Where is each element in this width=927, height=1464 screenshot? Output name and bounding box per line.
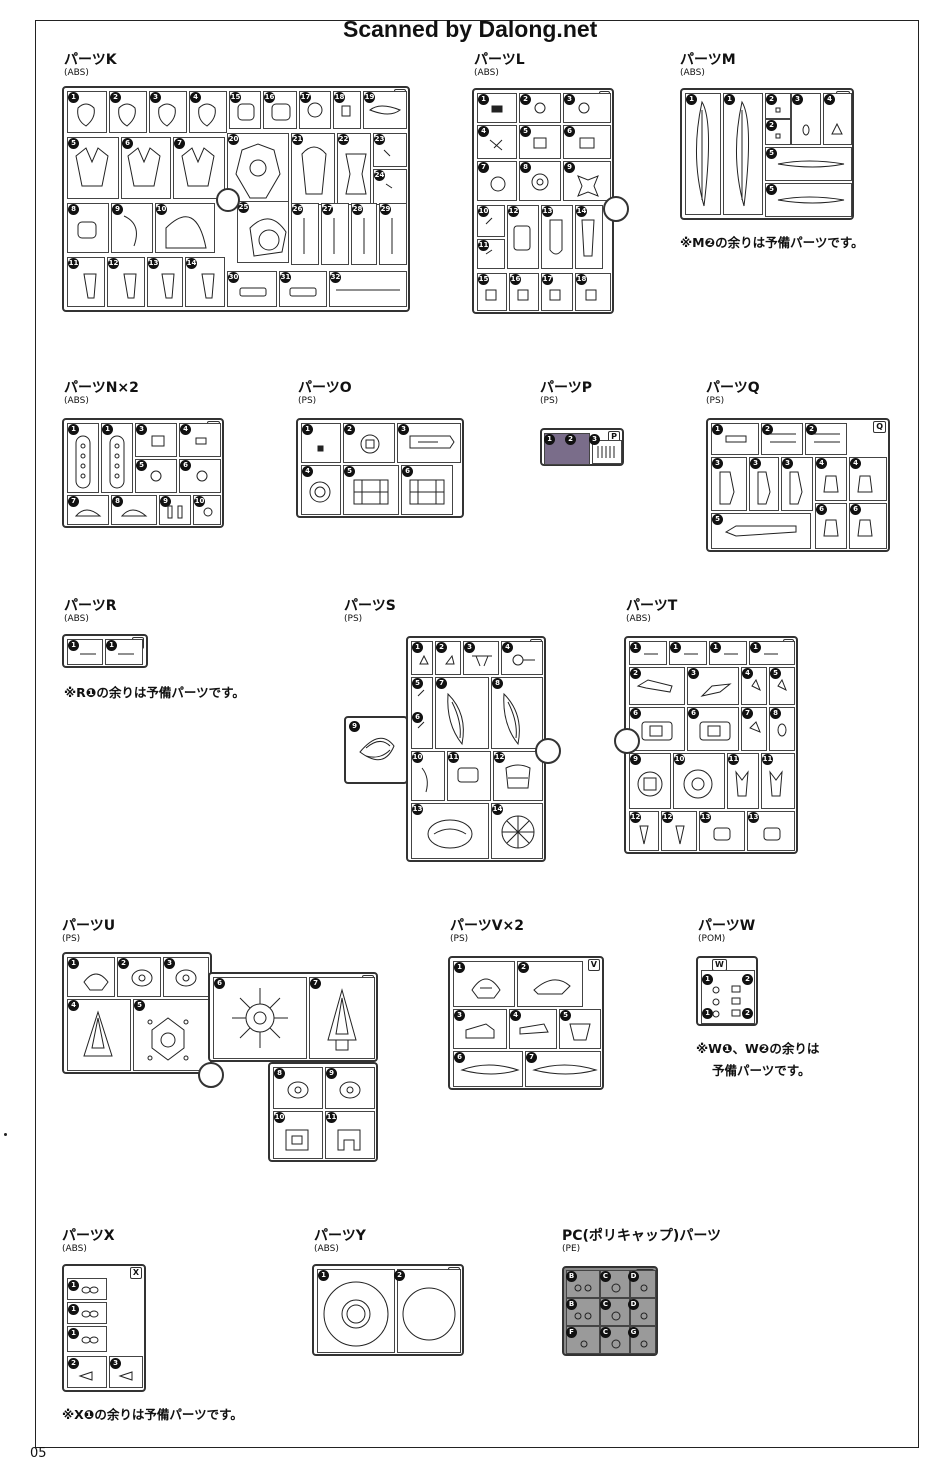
section-material: (PE) <box>562 1244 581 1254</box>
note-r: ※R❶の余りは予備パーツです。 <box>64 685 245 700</box>
section-material: (ABS) <box>626 614 651 624</box>
section-title: パーツT <box>626 598 678 614</box>
section-title: パーツU <box>62 918 116 934</box>
section-title: パーツX <box>62 1228 115 1244</box>
section-title: パーツM <box>680 52 736 68</box>
section-material: (ABS) <box>64 396 89 406</box>
sprue-y: Y 1 2 <box>312 1264 464 1356</box>
sprue-t: T 1 1 1 1 2 3 4 5 6 6 7 8 9 10 11 11 12 … <box>624 636 798 854</box>
section-material: (POM) <box>698 934 726 944</box>
section-o: パーツO (PS) <box>298 380 352 410</box>
section-title: パーツL <box>474 52 525 68</box>
section-q: パーツQ (PS) <box>706 380 760 410</box>
page-number: 05 <box>30 1446 47 1461</box>
section-material: (PS) <box>706 396 725 406</box>
section-v: パーツV×2 (PS) <box>450 918 524 948</box>
section-s: パーツS (PS) <box>344 598 396 628</box>
sprue-m: M 1 1 2 2 3 4 5 5 <box>680 88 854 220</box>
section-material: (PS) <box>62 934 81 944</box>
section-material: (PS) <box>450 934 469 944</box>
sprue-x: X 1 1 1 2 3 <box>62 1264 146 1392</box>
sprue-tag: X <box>129 1267 142 1279</box>
section-title: パーツQ <box>706 380 760 396</box>
sprue-u-mid: U 6 7 <box>208 972 378 1062</box>
section-y: パーツY (ABS) <box>314 1228 366 1258</box>
section-u: パーツU (PS) <box>62 918 115 948</box>
section-material: (PS) <box>298 396 317 406</box>
section-w: パーツW (POM) <box>698 918 755 948</box>
section-material: (PS) <box>344 614 363 624</box>
sprue-u-bottom: 8 9 10 11 <box>268 1062 378 1162</box>
section-l: パーツL (ABS) <box>474 52 525 82</box>
sprue-r: R 1 1 <box>62 634 148 668</box>
sprue-u-left: 1 2 3 4 5 <box>62 952 212 1074</box>
section-title: パーツP <box>540 380 592 396</box>
section-material: (ABS) <box>64 68 89 78</box>
note-x: ※X❶の余りは予備パーツです。 <box>62 1407 243 1422</box>
sprue-n: N 1 1 3 4 5 6 7 8 9 10 <box>62 418 224 528</box>
section-title: パーツW <box>698 918 756 934</box>
section-title: PC(ポリキャップ)パーツ <box>562 1228 722 1244</box>
sprue-pc: PC B C D B C D F C G <box>562 1266 658 1356</box>
section-material: (ABS) <box>474 68 499 78</box>
section-title: パーツY <box>314 1228 366 1244</box>
section-r: パーツR (ABS) <box>64 598 117 628</box>
section-n: パーツN×2 (ABS) <box>64 380 139 410</box>
section-t: パーツT (ABS) <box>626 598 677 628</box>
section-material: (PS) <box>540 396 559 406</box>
section-p: パーツP (PS) <box>540 380 592 410</box>
section-title: パーツV×2 <box>450 918 525 934</box>
sprue-s-side: 9 <box>344 716 408 784</box>
section-title: パーツK <box>64 52 117 68</box>
sprue-s: S 1 2 3 4 56 7 8 10 11 12 13 14 <box>406 636 546 862</box>
section-material: (ABS) <box>314 1244 339 1254</box>
sprue-k: K 1 2 3 4 15 16 17 18 19 5 6 7 20 21 22 … <box>62 86 410 312</box>
section-title: パーツO <box>298 380 352 396</box>
section-x: パーツX (ABS) <box>62 1228 115 1258</box>
sprue-q: Q 1 2 2 3 3 3 4 4 5 6 6 <box>706 418 890 552</box>
section-material: (ABS) <box>680 68 705 78</box>
section-material: (ABS) <box>62 1244 87 1254</box>
section-material: (ABS) <box>64 614 89 624</box>
scan-dot <box>4 1133 7 1136</box>
sprue-tag: Q <box>873 421 886 433</box>
watermark: Scanned by Dalong.net <box>343 16 598 42</box>
section-title: パーツS <box>344 598 396 614</box>
section-k: パーツK (ABS) <box>64 52 117 82</box>
sprue-v: V 1 2 3 4 5 6 7 <box>448 956 604 1090</box>
sprue-o: 1 2 3 4 5 6 <box>296 418 464 518</box>
sprue-tag: V <box>587 959 600 971</box>
section-title: パーツR <box>64 598 117 614</box>
section-m: パーツM (ABS) <box>680 52 736 82</box>
note-m: ※M❷の余りは予備パーツです。 <box>680 235 864 250</box>
section-title: パーツN×2 <box>64 380 139 396</box>
note-w-2: 予備パーツです。 <box>712 1063 811 1078</box>
page-frame <box>35 20 919 1448</box>
note-w-1: ※W❶、W❷の余りは <box>696 1041 820 1056</box>
section-pc: PC(ポリキャップ)パーツ (PE) <box>562 1228 721 1258</box>
sprue-l: L 1 2 3 4 5 6 7 8 9 10 11 12 13 14 15 16… <box>472 88 614 314</box>
